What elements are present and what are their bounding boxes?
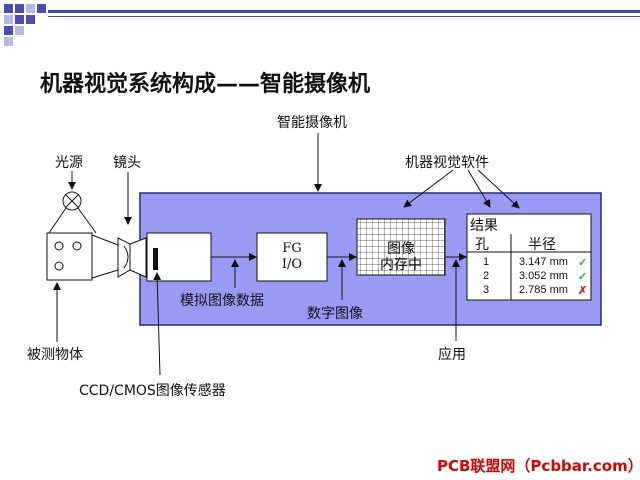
- result-hole-id: 3: [483, 284, 490, 296]
- label-light-source: 光源: [55, 155, 83, 171]
- results-panel: [466, 213, 592, 301]
- arrow-software-3: [477, 169, 520, 209]
- result-radius-value: 3.052 mm: [519, 270, 568, 282]
- label-application: 应用: [438, 347, 466, 363]
- arrow-software-1: [403, 169, 454, 208]
- results-col-hole: 孔: [475, 237, 489, 253]
- corner-decoration: [4, 4, 46, 46]
- label-digital-image: 数字图像: [307, 306, 363, 322]
- fg-io-text: FG I/O: [257, 241, 327, 273]
- result-radius-value: 3.147 mm: [519, 256, 568, 268]
- lens-icon: [117, 237, 147, 278]
- label-lens: 镜头: [113, 155, 141, 171]
- image-memory-text: 图像 内存中: [357, 241, 445, 273]
- fg-line2: I/O: [281, 257, 303, 272]
- label-analog-data: 模拟图像数据: [180, 293, 264, 309]
- sensor-chip: [153, 248, 158, 270]
- page-title: 机器视觉系统构成——智能摄像机: [40, 72, 371, 97]
- cross-icon: ✗: [578, 285, 588, 297]
- memory-line1: 图像: [387, 241, 415, 257]
- memory-line2: 内存中: [380, 257, 422, 273]
- results-col-radius: 半径: [528, 237, 556, 253]
- footer-watermark: PCB联盟网（Pcbbar.com）: [437, 457, 640, 475]
- result-hole-id: 1: [483, 256, 490, 268]
- image-memory-box: [356, 218, 446, 276]
- label-mv-software: 机器视觉软件: [405, 155, 489, 171]
- light-source-icon: [48, 191, 97, 234]
- label-object: 被测物体: [27, 347, 83, 363]
- result-hole-id: 2: [483, 270, 490, 282]
- arrow-sensor: [153, 272, 162, 376]
- label-smart-camera: 智能摄像机: [277, 115, 347, 131]
- fg-line1: FG: [282, 241, 302, 256]
- results-title: 结果: [470, 218, 498, 234]
- label-sensor: CCD/CMOS图像传感器: [79, 383, 226, 399]
- check-icon: ✓: [578, 257, 588, 269]
- object-icon: [46, 232, 119, 281]
- arrow-software-2: [467, 169, 491, 208]
- header-stripe: [48, 10, 640, 17]
- result-radius-value: 2.785 mm: [519, 284, 568, 296]
- check-icon: ✓: [578, 271, 588, 283]
